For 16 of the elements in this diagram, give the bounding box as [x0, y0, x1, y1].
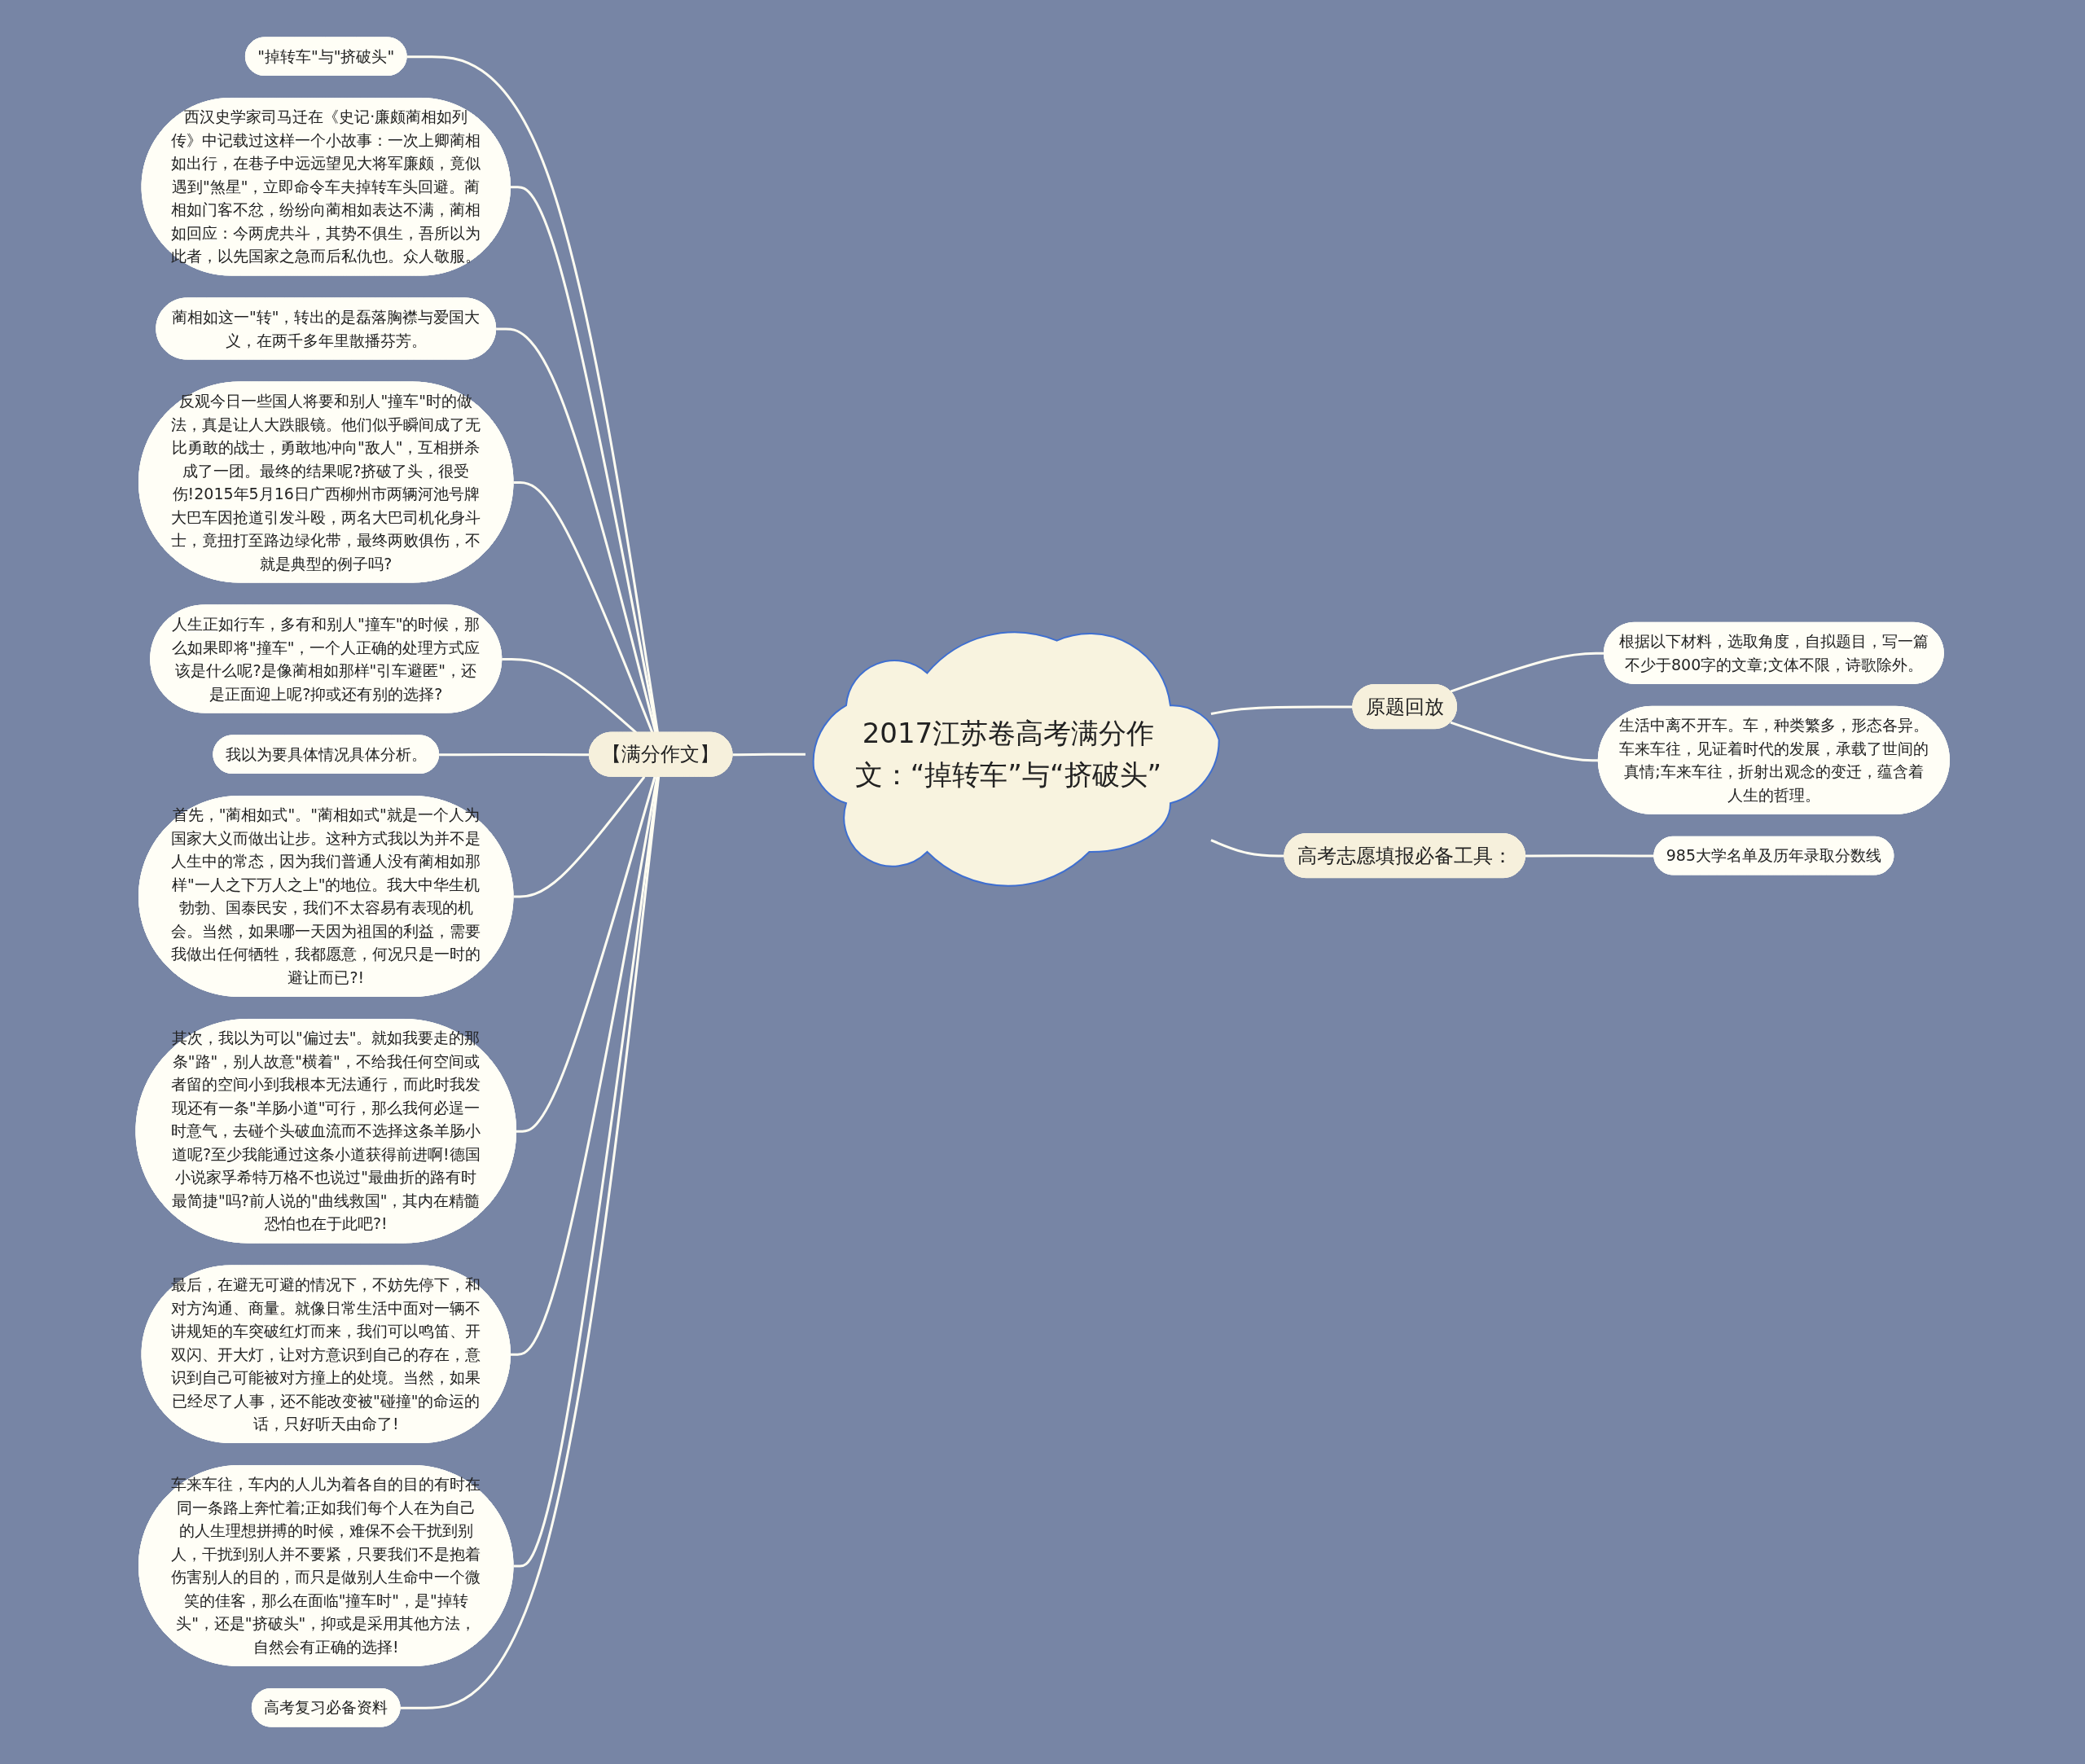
connector: [438, 753, 590, 757]
connector: [406, 55, 659, 733]
connector: [513, 775, 646, 898]
connector: [1525, 854, 1655, 858]
connector: [1210, 839, 1285, 858]
connector: [510, 776, 659, 1356]
connector: [510, 186, 658, 734]
connector: [1450, 721, 1599, 762]
connector: [502, 657, 637, 734]
connector: [1450, 652, 1604, 693]
connector: [1210, 705, 1354, 716]
connector: [495, 327, 657, 734]
connector: [732, 753, 805, 757]
connector: [400, 776, 660, 1709]
connector: [513, 480, 654, 734]
connector: [516, 776, 656, 1133]
